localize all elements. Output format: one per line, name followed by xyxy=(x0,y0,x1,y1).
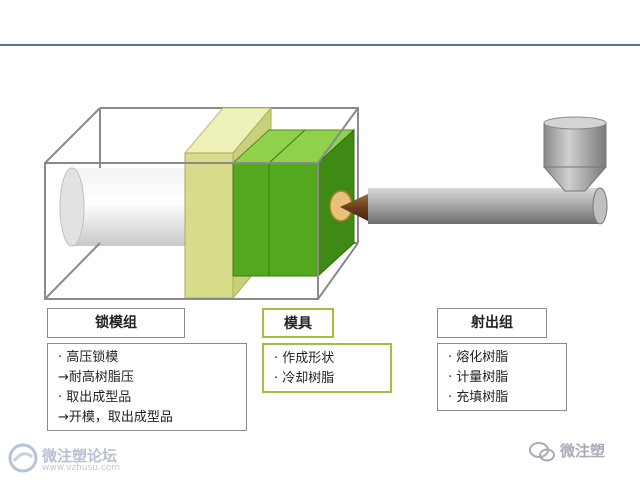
forum-url: www.vzhusu.com xyxy=(42,463,121,473)
header-divider xyxy=(0,44,640,46)
list-item: · 取出成型品 xyxy=(58,390,132,405)
mold-list: · 作成形状 · 冷却树脂 xyxy=(262,343,392,393)
injection-group-title: 射出组 xyxy=(437,308,547,338)
list-item: · 计量树脂 xyxy=(448,370,509,385)
wechat-name: 微注塑 xyxy=(560,442,606,460)
list-item: →耐高树脂压 xyxy=(58,370,134,385)
mold-title: 模具 xyxy=(262,308,334,338)
list-item: · 高压锁模 xyxy=(58,350,119,365)
list-item: · 作成形状 xyxy=(274,351,335,366)
injection-group-list: · 熔化树脂 · 计量树脂 · 充填树脂 xyxy=(437,343,567,411)
frame-front xyxy=(44,107,359,300)
forum-watermark: 微注塑论坛 www.vzhusu.com xyxy=(8,443,173,475)
wechat-icon xyxy=(529,442,555,462)
clamping-group-title: 锁模组 xyxy=(47,308,185,338)
hopper xyxy=(542,116,608,192)
list-item: · 充填树脂 xyxy=(448,390,509,405)
list-item: →开模，取出成型品 xyxy=(58,410,173,425)
list-item: · 冷却树脂 xyxy=(274,371,335,386)
forum-name: 微注塑论坛 xyxy=(42,447,118,465)
forum-logo-icon xyxy=(8,443,38,473)
clamping-group-list: · 高压锁模 →耐高树脂压 · 取出成型品 →开模，取出成型品 xyxy=(47,343,247,431)
nozzle xyxy=(329,190,370,222)
list-item: · 熔化树脂 xyxy=(448,350,509,365)
clamping-cylinder xyxy=(59,167,192,247)
injection-barrel xyxy=(368,187,608,225)
wechat-watermark: 微注塑 xyxy=(528,436,633,466)
